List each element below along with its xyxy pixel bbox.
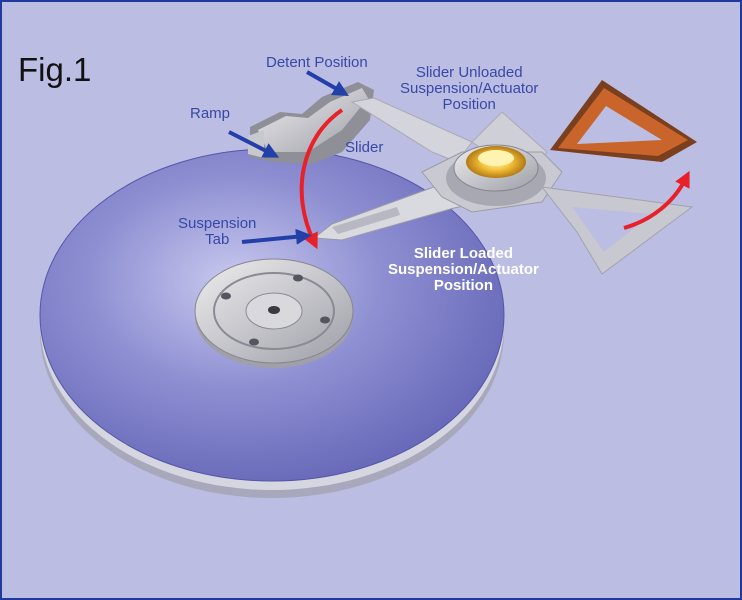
detent-pointer-arrow — [306, 70, 349, 96]
tab-pointer-arrow — [241, 228, 312, 245]
label-ramp: Ramp — [190, 105, 231, 122]
load-motion-arrow — [299, 108, 344, 250]
label-slider: Slider — [345, 139, 384, 156]
label-detent-position: Detent Position — [266, 54, 368, 71]
actuator-rotation-arrow — [623, 170, 690, 230]
actuator-arm — [312, 80, 697, 275]
label-suspension-tab: Suspension Tab — [178, 215, 257, 249]
figure-number: Fig.1 — [18, 51, 92, 88]
ramp-pointer-arrow — [228, 130, 280, 158]
label-slider-loaded: Slider Loaded Suspension/Actuator Positi… — [388, 245, 539, 295]
ramp — [248, 82, 374, 164]
spindle-hub — [194, 258, 354, 368]
label-slider-unloaded: Slider Unloaded Suspension/Actuator Posi… — [400, 64, 539, 114]
